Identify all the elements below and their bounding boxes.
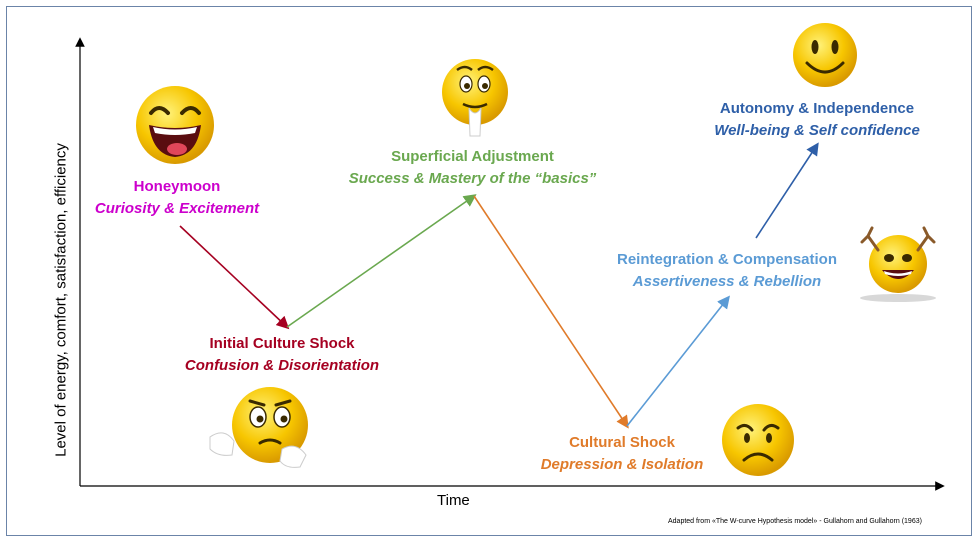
segment-cultural-shock-to-reintegration [626,295,730,427]
stage-cultural-shock: Cultural Shock Depression & Isolation [527,432,717,476]
stage-autonomy: Autonomy & Independence Well-being & Sel… [697,98,937,142]
stage-title: Cultural Shock [569,434,675,451]
segment-shock-to-adjustment [286,194,477,328]
source-credit: Adapted from «The W-curve Hypothesis mod… [668,518,922,525]
stage-subtitle: Curiosity & Excitement [94,200,260,217]
stage-subtitle: Well-being & Self confidence [714,122,920,139]
x-axis-label: Time [437,492,470,509]
diagram-frame [6,6,972,536]
cheering-face-icon [860,226,936,302]
stage-subtitle: Depression & Isolation [540,456,704,473]
stage-title: Honeymoon [133,178,221,195]
laughing-face-icon [136,86,214,164]
y-axis-label: Level of energy, comfort, satisfaction, … [52,143,70,457]
segment-honeymoon-to-shock [179,225,290,330]
stage-superficial-adjustment: Superficial Adjustment Success & Mastery… [330,146,615,190]
nervous-face-icon [442,59,508,137]
stage-title: Reintegration & Compensation [616,251,837,268]
stage-title: Autonomy & Independence [719,100,915,117]
stage-honeymoon: Honeymoon Curiosity & Excitement [92,176,262,220]
smiling-face-icon [793,23,857,87]
segment-reintegration-to-autonomy [755,142,819,239]
stage-subtitle: Success & Mastery of the “basics” [348,170,597,187]
stage-subtitle: Confusion & Disorientation [184,357,380,374]
stage-title: Initial Culture Shock [209,335,355,352]
segment-adjustment-to-cultural-shock [473,195,629,429]
stage-title: Superficial Adjustment [391,148,554,165]
sad-face-icon [722,404,794,476]
stage-subtitle: Assertiveness & Rebellion [632,273,822,290]
worried-face-icon [209,387,308,468]
stage-reintegration: Reintegration & Compensation Assertivene… [602,249,852,293]
stage-initial-culture-shock: Initial Culture Shock Confusion & Disori… [172,333,392,377]
